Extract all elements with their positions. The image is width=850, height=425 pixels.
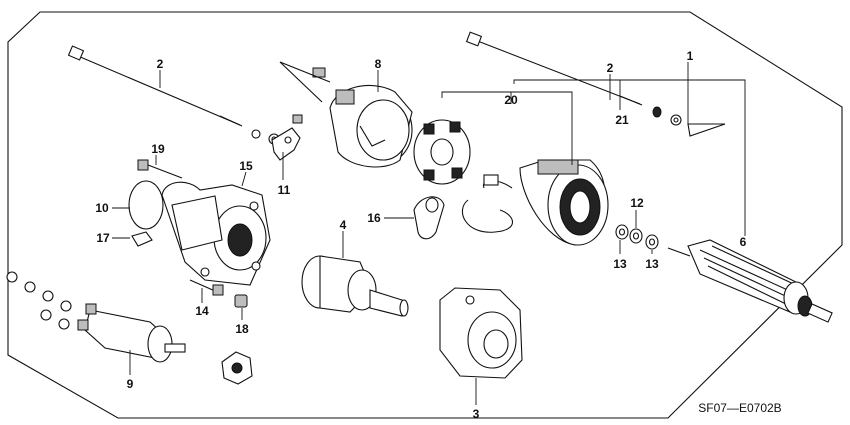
- callout-9: 9: [127, 377, 134, 391]
- assembly-boundary: [7, 11, 843, 419]
- callout-21: 21: [615, 113, 629, 127]
- callout-17: 17: [96, 231, 110, 245]
- end-cover-8[interactable]: [279, 61, 413, 168]
- leader-lines: [112, 62, 746, 405]
- cap-18[interactable]: [234, 294, 248, 308]
- callout-13b: 13: [645, 257, 659, 271]
- callout-4: 4: [340, 218, 347, 232]
- yoke-field-coil[interactable]: [462, 159, 609, 246]
- bolt-19[interactable]: [137, 159, 183, 179]
- callout-15: 15: [239, 159, 253, 173]
- callout-16: 16: [367, 211, 381, 225]
- armature-6[interactable]: [667, 239, 833, 323]
- grommet-16[interactable]: [413, 196, 445, 240]
- callout-8: 8: [375, 57, 382, 71]
- through-bolt-right[interactable]: [465, 31, 726, 137]
- callout-10: 10: [95, 201, 109, 215]
- clutch-4[interactable]: [301, 255, 409, 317]
- washer-13b[interactable]: [645, 234, 659, 250]
- callout-3: 3: [473, 407, 480, 421]
- callout-20: 20: [504, 93, 518, 107]
- callout-12: 12: [630, 196, 644, 210]
- callout-2-left: 2: [157, 57, 164, 71]
- callout-18: 18: [235, 322, 249, 336]
- callout-11: 11: [278, 183, 291, 197]
- callout-6: 6: [740, 235, 747, 249]
- bolt-14[interactable]: [189, 279, 224, 296]
- through-bolt-left[interactable]: [67, 45, 243, 127]
- callout-14: 14: [195, 304, 209, 318]
- callout-19: 19: [151, 142, 165, 156]
- o-ring-10[interactable]: [128, 180, 164, 230]
- small-gear[interactable]: [221, 351, 253, 385]
- washer-12[interactable]: [629, 228, 643, 244]
- callout-1: 1: [687, 49, 694, 63]
- terminal-nuts[interactable]: [6, 271, 72, 330]
- diagram-code: SF07—E0702B: [698, 401, 781, 415]
- solenoid-9[interactable]: [77, 303, 186, 363]
- bushing-17[interactable]: [131, 231, 153, 247]
- callout-2-right: 2: [607, 61, 614, 75]
- callout-13a: 13: [613, 257, 627, 271]
- front-bracket-3[interactable]: [439, 287, 523, 379]
- bracket-11[interactable]: [271, 127, 301, 161]
- housing-15[interactable]: [161, 181, 271, 286]
- callout-labels: 1 2 2 3 4 6 8 9 10 11 12 13 13 14 15 16 …: [95, 49, 746, 421]
- washer-13a[interactable]: [615, 224, 629, 240]
- brush-holder[interactable]: [413, 119, 471, 185]
